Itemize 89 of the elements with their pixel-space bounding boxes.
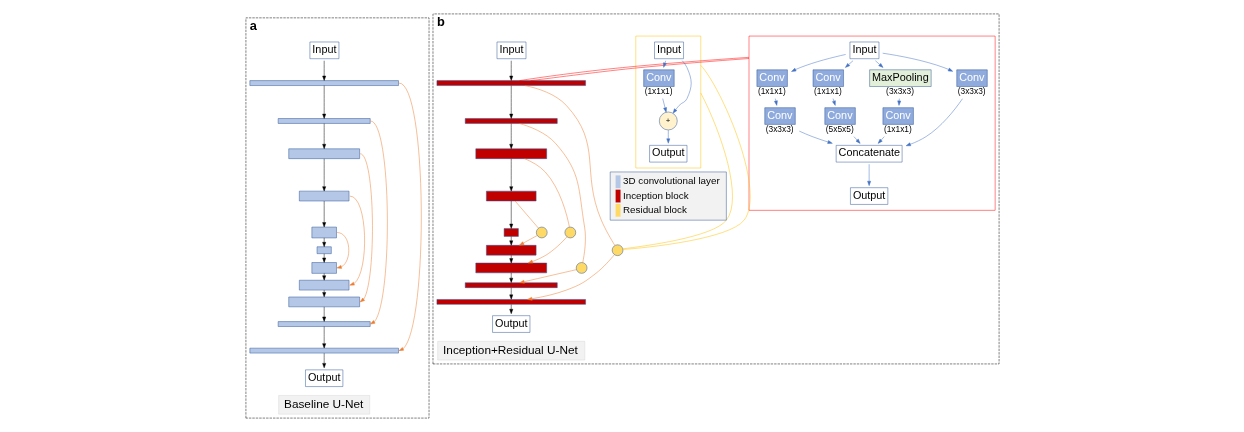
node-label: (5x5x5) <box>825 123 854 134</box>
arrow <box>321 253 326 263</box>
arrow <box>508 236 513 246</box>
node-box: Baseline U-Net <box>277 395 370 415</box>
arrow <box>508 200 513 229</box>
arrow <box>508 158 513 192</box>
node-circle <box>564 226 576 239</box>
arrow <box>508 272 513 283</box>
node-bar <box>249 80 399 86</box>
arrow <box>508 304 513 314</box>
node-bar <box>277 321 370 327</box>
legend-label: Inception block <box>622 189 689 201</box>
arrow <box>527 236 567 264</box>
node-label: (1x1x1) <box>813 85 842 96</box>
arrow <box>321 352 326 369</box>
arrow <box>881 52 953 72</box>
node-bar <box>288 148 360 159</box>
node-bar <box>464 118 557 124</box>
arrow <box>666 129 670 144</box>
arrow <box>853 136 860 144</box>
node-bar <box>485 190 536 202</box>
arrow <box>321 158 326 192</box>
arrow <box>321 273 326 281</box>
node-circle <box>611 244 623 256</box>
arrow <box>844 60 853 68</box>
arrow <box>508 287 513 300</box>
node-bar <box>311 226 337 239</box>
arrow <box>790 54 846 72</box>
node-bar <box>503 228 519 237</box>
arrow <box>369 120 388 325</box>
node-bar <box>464 282 557 288</box>
node-bar <box>298 190 349 202</box>
node-bar <box>249 347 399 354</box>
legend-label: 3D convolutional layer <box>622 175 720 187</box>
arrow <box>321 85 326 119</box>
node-label: (1x1x1) <box>757 85 786 96</box>
cluster <box>748 35 995 211</box>
arrow <box>831 98 836 106</box>
legend-label: Residual block <box>622 203 687 215</box>
arrow <box>321 60 326 81</box>
node-label: (3x3x3) <box>885 85 914 96</box>
arrow <box>508 255 513 264</box>
connector <box>524 85 615 246</box>
connector <box>523 158 570 228</box>
arrow <box>321 237 326 247</box>
node-bar <box>475 148 547 159</box>
node-bar <box>485 245 536 256</box>
arrow <box>321 289 326 298</box>
arrow <box>798 130 833 144</box>
arrow <box>321 306 326 322</box>
arrow <box>896 98 901 106</box>
arrow <box>321 326 326 349</box>
connector <box>518 123 586 263</box>
connector <box>514 200 539 229</box>
node-circle <box>575 262 587 274</box>
arrow <box>518 235 537 246</box>
arrow <box>877 136 885 144</box>
arrow <box>519 269 577 284</box>
node-bar <box>288 296 360 308</box>
node-bar <box>475 262 547 274</box>
cluster <box>635 35 701 169</box>
arrow <box>866 164 871 186</box>
node-circle: + <box>658 111 678 131</box>
arrow <box>398 82 421 351</box>
arrow <box>508 60 513 81</box>
node-label: (1x1x1) <box>883 123 912 134</box>
arrow <box>321 123 326 149</box>
node-label: (3x3x3) <box>765 123 794 134</box>
arrow <box>672 60 691 114</box>
arrow <box>336 232 349 269</box>
node-label: (1x1x1) <box>644 85 673 96</box>
node-bar <box>316 246 332 254</box>
node-bar <box>436 80 586 86</box>
arrow <box>359 153 373 303</box>
node-circle <box>535 226 547 239</box>
arrow <box>773 98 778 106</box>
arrow <box>662 98 667 113</box>
arrow <box>905 98 963 146</box>
arrow <box>874 60 883 68</box>
arrow <box>526 254 615 301</box>
arrow <box>508 123 513 149</box>
node-bar <box>436 299 586 305</box>
node-box: Inception+Residual U-Net <box>436 341 585 361</box>
arrow <box>662 60 667 68</box>
arrow <box>321 200 326 228</box>
arrow <box>508 85 513 119</box>
node-label: (3x3x3) <box>957 85 986 96</box>
node-bar <box>277 118 370 124</box>
arrow <box>349 195 365 286</box>
